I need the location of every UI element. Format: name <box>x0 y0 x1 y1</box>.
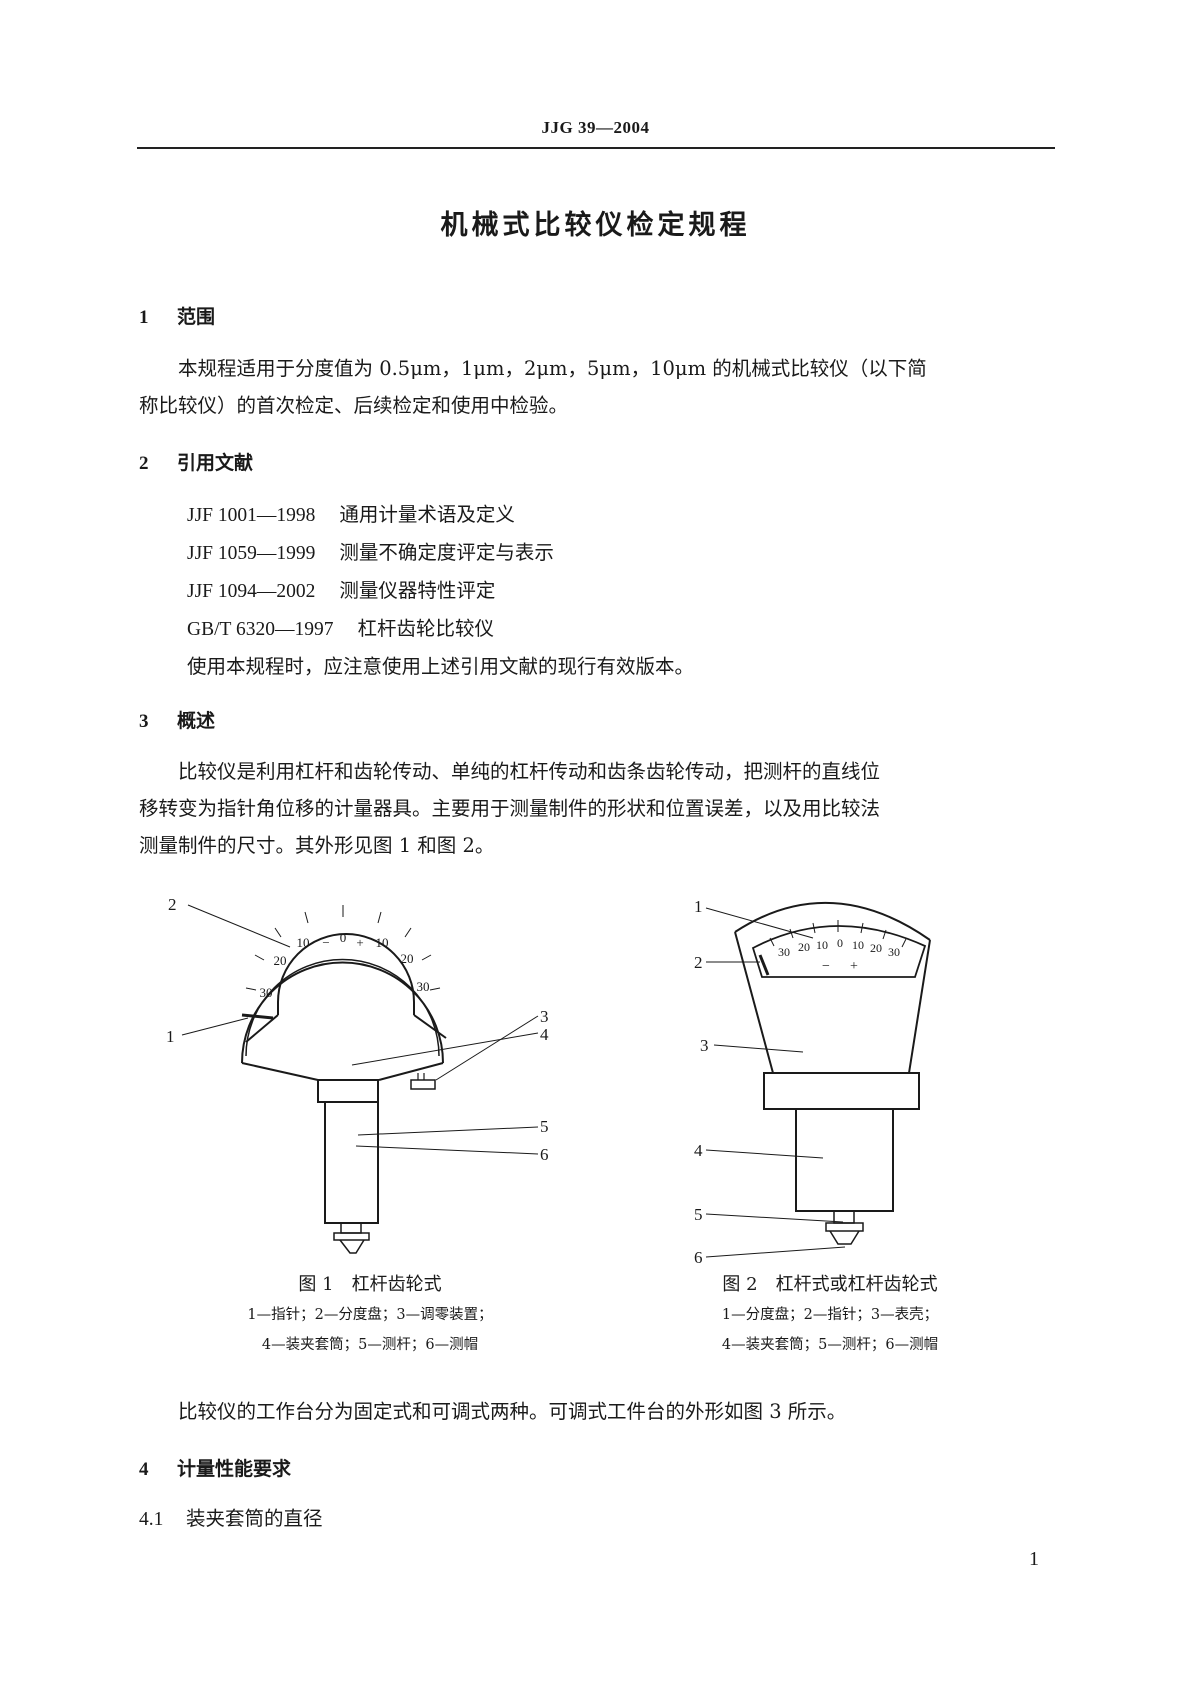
svg-text:20: 20 <box>401 951 414 966</box>
svg-text:20: 20 <box>798 940 810 954</box>
callout-6: 6 <box>694 1248 703 1267</box>
figure-1-legend: 1—指针；2—分度盘；3—调零装置； 4—装夹套筒；5—测杆；6—测帽 <box>247 1307 493 1353</box>
section-1-paragraph: 本规程适用于分度值为 0.5μm，1μm，2μm，5μm，10μm 的机械式比较… <box>139 350 1055 424</box>
callout-2: 2 <box>694 953 703 972</box>
section-3-after-figures: 比较仪的工作台分为固定式和可调式两种。可调式工件台的外形如图 3 所示。 <box>178 1400 847 1423</box>
reference-code: JJF 1094—2002 <box>187 581 316 602</box>
section-number: 4 <box>139 1459 149 1480</box>
section-number: 2 <box>139 453 149 474</box>
svg-text:20: 20 <box>274 953 287 968</box>
page-number: 1 <box>1029 1548 1039 1570</box>
dial-zero-label: 0 <box>837 936 843 950</box>
svg-text:10: 10 <box>297 935 310 950</box>
reference-code: GB/T 6320—1997 <box>187 619 334 640</box>
section-3-heading: 3 概述 <box>139 706 215 733</box>
reference-list: JJF 1001—1998 通用计量术语及定义 JJF 1059—1999 测量不确… <box>187 496 694 685</box>
dial-zero-label: 0 <box>340 930 347 945</box>
running-header: JJG 39—2004 <box>541 118 650 137</box>
paragraph-line: 称比较仪）的首次检定、后续检定和使用中检验。 <box>139 394 569 417</box>
subsection-number: 4.1 <box>139 1509 164 1530</box>
callout-2: 2 <box>168 895 177 914</box>
callout-1: 1 <box>694 897 703 916</box>
svg-text:30: 30 <box>417 979 430 994</box>
section-title: 引用文献 <box>177 452 254 474</box>
reference-title: 杠杆齿轮比较仪 <box>357 617 494 640</box>
reference-code: JJF 1059—1999 <box>187 543 316 564</box>
svg-text:30: 30 <box>888 945 900 959</box>
reference-item: JJF 1094—2002 测量仪器特性评定 <box>187 572 694 610</box>
reference-code: JJF 1001—1998 <box>187 505 316 526</box>
section-2-heading: 2 引用文献 <box>139 448 253 475</box>
callout-5: 5 <box>540 1117 549 1136</box>
reference-note: 使用本规程时，应注意使用上述引用文献的现行有效版本。 <box>187 655 695 678</box>
callout-6: 6 <box>540 1145 549 1164</box>
figure-1: 0 − + 10 10 20 20 30 30 2 1 3 4 5 6 <box>160 880 580 1280</box>
reference-item: GB/T 6320—1997 杠杆齿轮比较仪 <box>187 610 694 648</box>
reference-title: 测量仪器特性评定 <box>339 579 496 602</box>
section-title: 范围 <box>177 306 216 328</box>
section-4-heading: 4 计量性能要求 <box>139 1454 291 1481</box>
reference-title: 通用计量术语及定义 <box>339 503 515 526</box>
svg-text:30: 30 <box>778 945 790 959</box>
figure-2-caption: 图 2 杠杆式或杠杆齿轮式 <box>722 1274 938 1295</box>
paragraph-line: 移转变为指针角位移的计量器具。主要用于测量制件的形状和位置误差，以及用比较法 <box>139 797 881 820</box>
subsection-4-1-heading: 4.1 装夹套筒的直径 <box>139 1502 323 1531</box>
svg-text:10: 10 <box>816 938 828 952</box>
subsection-title: 装夹套筒的直径 <box>186 1507 323 1530</box>
svg-text:30: 30 <box>260 985 273 1000</box>
section-number: 3 <box>139 711 149 732</box>
figure-1-caption: 图 1 杠杆齿轮式 <box>298 1274 442 1295</box>
svg-text:20: 20 <box>870 941 882 955</box>
reference-item: JJF 1059—1999 测量不确定度评定与表示 <box>187 534 694 572</box>
svg-text:10: 10 <box>852 938 864 952</box>
callout-3: 3 <box>540 1007 549 1026</box>
svg-text:−: − <box>322 935 329 950</box>
svg-text:10: 10 <box>376 935 389 950</box>
callout-1: 1 <box>166 1027 175 1046</box>
reference-item: JJF 1001—1998 通用计量术语及定义 <box>187 496 694 534</box>
paragraph-line: 测量制件的尺寸。其外形见图 1 和图 2。 <box>139 834 495 857</box>
paragraph-line: 本规程适用于分度值为 0.5μm，1μm，2μm，5μm，10μm 的机械式比较… <box>178 357 927 380</box>
svg-text:−: − <box>822 959 830 974</box>
section-number: 1 <box>139 307 149 328</box>
section-3-paragraph: 比较仪是利用杠杆和齿轮传动、单纯的杠杆传动和齿条齿轮传动，把测杆的直线位 移转变… <box>139 753 1055 864</box>
figure-2-drawing: 30 20 10 0 10 20 30 − + 1 2 3 4 5 6 <box>694 897 931 1267</box>
section-1-heading: 1 范围 <box>139 302 215 329</box>
document-title: 机械式比较仪检定规程 <box>440 210 751 241</box>
callout-4: 4 <box>540 1025 549 1044</box>
svg-text:+: + <box>850 959 858 974</box>
callout-4: 4 <box>694 1141 703 1160</box>
figure-2-legend: 1—分度盘；2—指针；3—表壳； 4—装夹套筒；5—测杆；6—测帽 <box>721 1307 939 1353</box>
svg-text:+: + <box>356 935 363 950</box>
section-title: 计量性能要求 <box>177 1458 292 1480</box>
section-title: 概述 <box>177 710 216 732</box>
reference-title: 测量不确定度评定与表示 <box>339 541 554 564</box>
callout-5: 5 <box>694 1205 703 1224</box>
callout-3: 3 <box>700 1036 709 1055</box>
figure-2: 30 20 10 0 10 20 30 − + 1 2 3 4 5 6 <box>680 880 1000 1280</box>
paragraph-line: 比较仪是利用杠杆和齿轮传动、单纯的杠杆传动和齿条齿轮传动，把测杆的直线位 <box>178 760 881 783</box>
figure-1-drawing: 0 − + 10 10 20 20 30 30 2 1 3 4 5 6 <box>166 895 549 1254</box>
header-rule <box>137 147 1055 149</box>
